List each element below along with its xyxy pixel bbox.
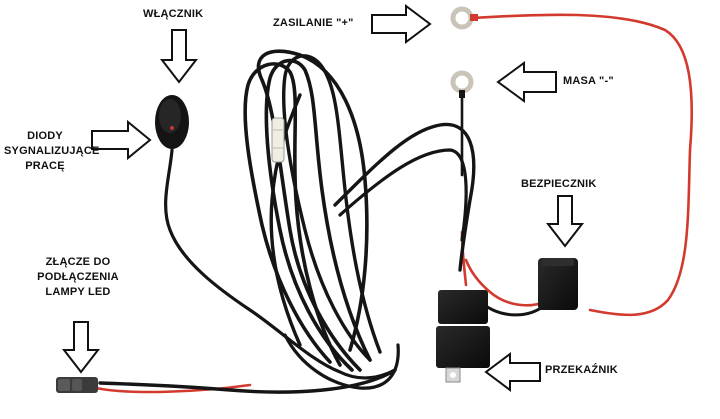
arrow-down-icon	[159, 29, 199, 84]
rocker-switch	[155, 95, 189, 149]
label-power: ZASILANIE "+"	[273, 17, 354, 29]
label-relay: PRZEKAŹNIK	[545, 364, 618, 376]
led-connector	[56, 377, 98, 393]
arrow-right-icon	[91, 119, 152, 161]
label-fuse: BEZPIECZNIK	[521, 178, 597, 190]
label-ground: MASA "-"	[563, 75, 614, 87]
ring-terminal-power	[450, 6, 478, 30]
label-diodes-line-1: DIODY	[27, 130, 63, 142]
label-connector-line-1: ZŁĄCZE DO	[45, 256, 111, 268]
label-switch: WŁĄCZNIK	[143, 8, 204, 20]
arrow-right-icon	[371, 4, 432, 44]
ring-terminal-ground	[450, 70, 474, 98]
black-cable-bundle	[98, 49, 547, 394]
fuse-holder	[538, 258, 578, 310]
label-diodes: DIODY SYGNALIZUJĄCE PRACĘ	[4, 129, 100, 174]
label-diodes-line-3: PRACĘ	[25, 160, 65, 172]
arrow-left-icon	[496, 61, 557, 103]
label-diodes-line-2: SYGNALIZUJĄCE	[4, 145, 100, 157]
inline-connector	[271, 117, 285, 163]
label-connector-line-2: PODŁĄCZENIA	[37, 271, 119, 283]
label-connector-line-3: LAMPY LED	[45, 286, 111, 298]
arrow-down-icon	[61, 321, 101, 374]
label-connector: ZŁĄCZE DO PODŁĄCZENIA LAMPY LED	[34, 255, 122, 300]
arrow-left-icon	[484, 352, 541, 392]
relay-socket	[436, 290, 490, 383]
arrow-down-icon	[545, 195, 585, 248]
